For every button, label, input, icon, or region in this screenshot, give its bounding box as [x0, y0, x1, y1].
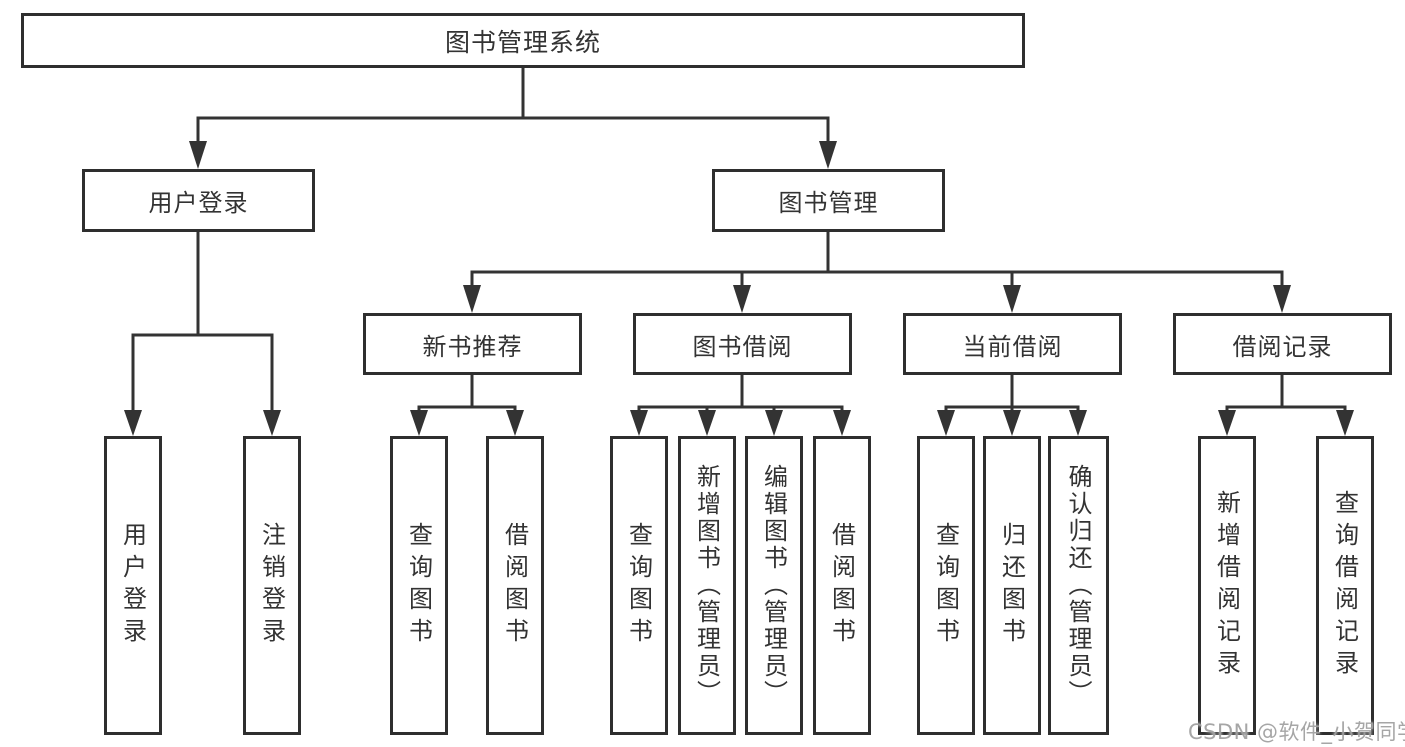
arrow-head — [819, 141, 837, 169]
connector-record — [1225, 373, 1347, 417]
leaf-label: 确认归还（管理员） — [1064, 464, 1092, 707]
arrow-head — [506, 410, 524, 436]
arrow-head — [263, 410, 281, 436]
arrow-head — [463, 285, 481, 313]
leaf-label: 查询借阅记录 — [1330, 489, 1359, 682]
arrow-head — [1273, 285, 1291, 313]
leaf-query-borrow-record: 查询借阅记录 — [1316, 436, 1374, 735]
csdn-watermark: CSDN @软件_小贺同学 — [1188, 720, 1405, 744]
leaf-label: 借阅图书 — [827, 521, 856, 650]
leaf-query-book-3: 查询图书 — [917, 436, 975, 735]
leaf-edit-book-admin: 编辑图书（管理员） — [745, 436, 803, 735]
node-current-borrow: 当前借阅 — [903, 313, 1122, 375]
leaf-label: 编辑图书（管理员） — [759, 464, 788, 707]
arrow-head — [1003, 410, 1021, 436]
leaf-user-login: 用户登录 — [104, 436, 162, 735]
arrow-head — [937, 410, 955, 436]
leaf-query-book-2: 查询图书 — [610, 436, 668, 735]
arrow-head — [833, 410, 851, 436]
leaf-label: 归还图书 — [997, 521, 1026, 650]
arrow-head — [1003, 285, 1021, 313]
arrow-head — [1069, 410, 1087, 436]
node-new-book-recommend: 新书推荐 — [363, 313, 582, 375]
connector-borrow — [637, 373, 844, 417]
leaf-label: 注销登录 — [257, 521, 286, 650]
leaf-label: 查询图书 — [931, 521, 960, 650]
connector-current — [944, 373, 1080, 417]
connector-book-mgmt — [470, 230, 1284, 292]
connector-root — [196, 66, 830, 148]
arrow-head — [124, 410, 142, 436]
leaf-label: 新增图书（管理员） — [692, 464, 721, 707]
leaf-logout: 注销登录 — [243, 436, 301, 735]
node-book-borrow: 图书借阅 — [633, 313, 852, 375]
node-book-management: 图书管理 — [712, 169, 945, 232]
leaf-confirm-return-admin: 确认归还（管理员） — [1048, 436, 1109, 735]
connector-new-book — [417, 373, 517, 417]
arrow-head — [189, 141, 207, 169]
leaf-borrow-book-1: 借阅图书 — [486, 436, 544, 735]
arrow-head — [630, 410, 648, 436]
arrow-head — [765, 410, 783, 436]
arrow-head — [1218, 410, 1236, 436]
arrow-head — [1336, 410, 1354, 436]
node-library-system: 图书管理系统 — [21, 13, 1025, 68]
connector-user-login — [131, 230, 274, 416]
leaf-label: 用户登录 — [118, 521, 147, 650]
arrow-head — [698, 410, 716, 436]
leaf-label: 查询图书 — [624, 521, 653, 650]
leaf-label: 新增借阅记录 — [1212, 489, 1241, 682]
node-borrow-record: 借阅记录 — [1173, 313, 1392, 375]
leaf-return-book: 归还图书 — [983, 436, 1041, 735]
arrow-head — [410, 410, 428, 436]
leaf-add-book-admin: 新增图书（管理员） — [678, 436, 736, 735]
leaf-add-borrow-record: 新增借阅记录 — [1198, 436, 1256, 735]
node-user-login: 用户登录 — [82, 169, 315, 232]
leaf-label: 查询图书 — [404, 521, 433, 650]
arrow-head — [733, 285, 751, 313]
leaf-query-book-1: 查询图书 — [390, 436, 448, 735]
leaf-borrow-book-2: 借阅图书 — [813, 436, 871, 735]
leaf-label: 借阅图书 — [500, 521, 529, 650]
